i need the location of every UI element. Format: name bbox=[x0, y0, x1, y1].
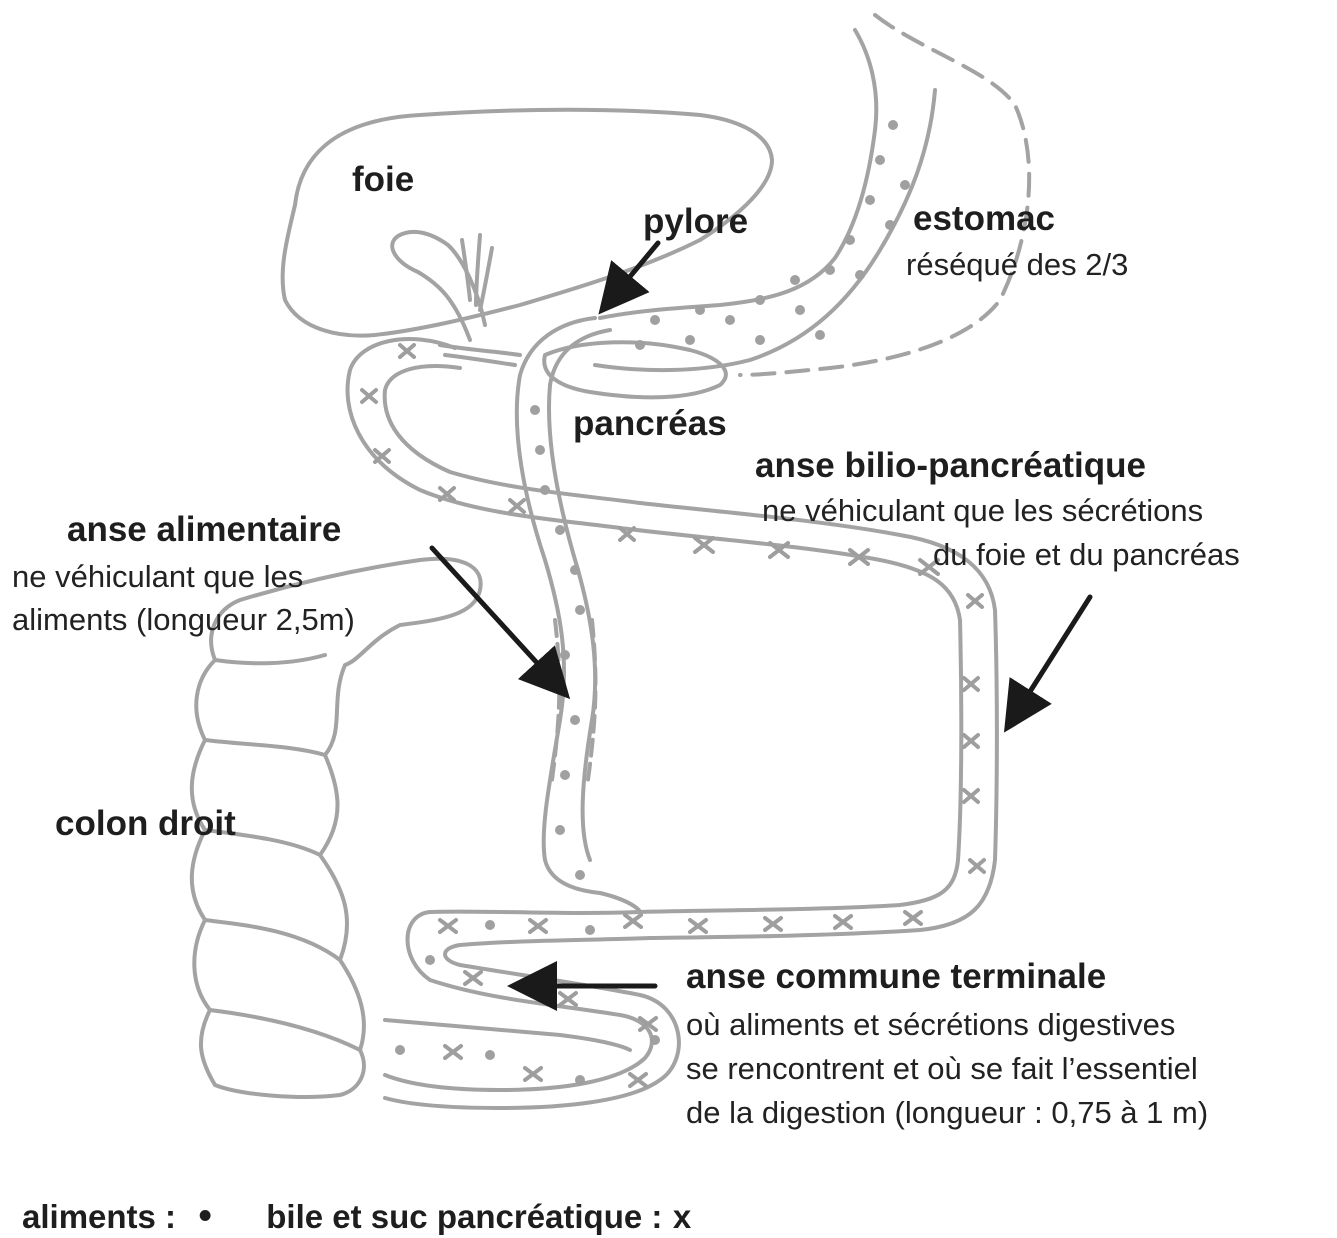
bile-ducts bbox=[462, 235, 492, 310]
legend-bile-symbol: x bbox=[673, 1198, 691, 1235]
label-common-channel-desc-2: se rencontrent et où se fait l’essentiel bbox=[686, 1050, 1198, 1087]
label-stomach-desc: réséqué des 2/3 bbox=[906, 246, 1128, 283]
stomach-outline bbox=[600, 30, 876, 318]
label-biliopancreatic-title: anse bilio-pancréatique bbox=[755, 448, 1146, 483]
legend-food-symbol: • bbox=[199, 1195, 212, 1237]
label-stomach: estomac bbox=[913, 201, 1055, 236]
arrow-biliopancreatic bbox=[1012, 597, 1090, 720]
label-common-channel-desc-3: de la digestion (longueur : 0,75 à 1 m) bbox=[686, 1094, 1208, 1131]
label-pancreas: pancréas bbox=[573, 406, 727, 441]
arrow-alimentary bbox=[432, 548, 560, 688]
label-common-channel-title: anse commune terminale bbox=[686, 959, 1106, 994]
legend: aliments : • bile et suc pancréatique : … bbox=[22, 1195, 691, 1238]
label-pylorus: pylore bbox=[643, 204, 748, 239]
label-right-colon: colon droit bbox=[55, 806, 236, 841]
label-biliopancreatic-desc-1: ne véhiculant que les sécrétions bbox=[762, 492, 1203, 529]
label-alimentary-desc-1: ne véhiculant que les bbox=[12, 558, 303, 595]
label-liver: foie bbox=[352, 162, 414, 197]
label-alimentary-title: anse alimentaire bbox=[67, 512, 341, 547]
stomach-resected-outline bbox=[740, 15, 1029, 375]
label-biliopancreatic-desc-2: du foie et du pancréas bbox=[933, 536, 1240, 573]
legend-bile-label: bile et suc pancréatique : bbox=[266, 1198, 662, 1235]
legend-food-label: aliments : bbox=[22, 1198, 176, 1235]
label-alimentary-desc-2: aliments (longueur 2,5m) bbox=[12, 601, 355, 638]
label-common-channel-desc-1: où aliments et sécrétions digestives bbox=[686, 1006, 1175, 1043]
